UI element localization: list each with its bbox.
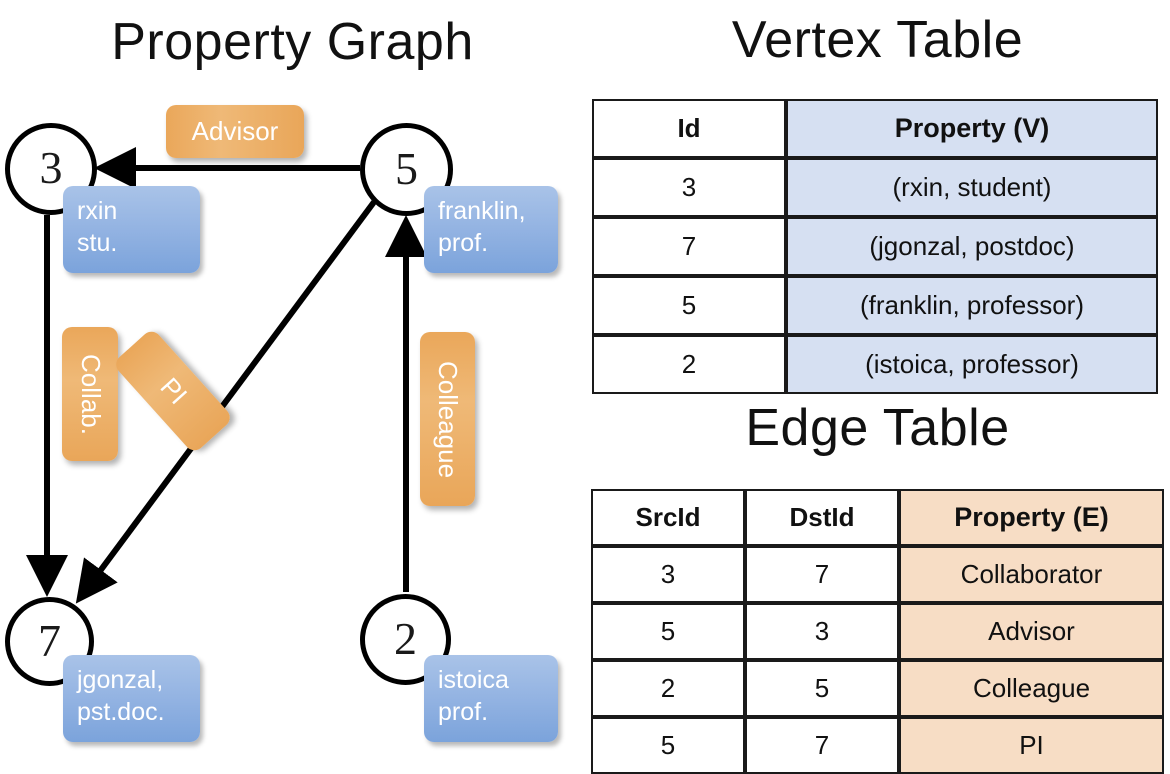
graph-node-2-label: 2: [394, 612, 417, 664]
edge-row-0-src: 3: [591, 546, 745, 603]
edge-row-2-property: Colleague: [899, 660, 1164, 717]
edge-table-header-srcid: SrcId: [591, 489, 745, 546]
table-row: 5 3 Advisor: [591, 603, 1164, 660]
edge-label-advisor-text: Advisor: [191, 116, 279, 146]
edge-row-3-property: PI: [899, 717, 1164, 774]
vertex-row-1-id: 7: [592, 217, 786, 276]
edge-row-2-dst: 5: [745, 660, 899, 717]
edge-row-3-dst: 7: [745, 717, 899, 774]
vertex-row-0-id: 3: [592, 158, 786, 217]
node-5-property-tag: franklin, prof.: [424, 186, 558, 273]
edge-5-to-7: [75, 200, 377, 604]
vertex-row-3-id: 2: [592, 335, 786, 394]
page-title-property-graph: Property Graph: [111, 13, 474, 71]
table-row: 2 5 Colleague: [591, 660, 1164, 717]
edge-table-header-dstid: DstId: [745, 489, 899, 546]
edge-row-1-dst: 3: [745, 603, 899, 660]
graph-edge-layer: [26, 147, 427, 604]
node-3-property-line2: stu.: [77, 229, 118, 257]
table-row: 5 7 PI: [591, 717, 1164, 774]
edge-row-1-src: 5: [591, 603, 745, 660]
edge-row-0-property: Collaborator: [899, 546, 1164, 603]
table-row: 7 (jgonzal, postdoc): [592, 217, 1158, 276]
page-title-vertex-table: Vertex Table: [731, 11, 1024, 69]
table-row: 3 (rxin, student): [592, 158, 1158, 217]
node-7-property-line1: jgonzal,: [77, 666, 164, 694]
edge-label-pi-text: PI: [153, 371, 193, 410]
edge-table-header-row: SrcId DstId Property (E): [591, 489, 1164, 546]
vertex-table-header-property: Property (V): [786, 99, 1158, 158]
vertex-row-2-property: (franklin, professor): [786, 276, 1158, 335]
graph-node-5[interactable]: 5: [360, 123, 453, 216]
edge-table-header-property: Property (E): [899, 489, 1164, 546]
edge-label-colleague-text: Colleague: [433, 360, 463, 478]
edge-row-2-src: 2: [591, 660, 745, 717]
edge-table: SrcId DstId Property (E) 3 7 Collaborato…: [591, 489, 1164, 774]
table-row: 5 (franklin, professor): [592, 276, 1158, 335]
edge-label-colleague: Colleague: [420, 332, 475, 506]
vertex-table-header-id: Id: [592, 99, 786, 158]
node-2-property-line1: istoica: [438, 666, 509, 694]
vertex-row-1-property: (jgonzal, postdoc): [786, 217, 1158, 276]
node-2-property-tag: istoica prof.: [424, 655, 558, 742]
node-5-property-line2: prof.: [438, 229, 489, 257]
node-7-property-tag: jgonzal, pst.doc.: [63, 655, 200, 742]
edge-row-0-dst: 7: [745, 546, 899, 603]
node-2-property-line2: prof.: [438, 698, 489, 726]
graph-node-5-label: 5: [395, 142, 418, 194]
page-title-edge-table: Edge Table: [745, 399, 1010, 457]
edge-label-collab: Collab.: [62, 327, 118, 461]
vertex-row-2-id: 5: [592, 276, 786, 335]
edge-label-advisor: Advisor: [166, 105, 304, 158]
property-graph-panel: 3 5 7 2 rxin stu. franklin, prof. jgonza…: [0, 0, 585, 760]
node-3-property-line1: rxin: [77, 197, 118, 225]
graph-node-7-label: 7: [38, 614, 61, 666]
edge-label-collab-text: Collab.: [75, 353, 106, 435]
edge-row-3-src: 5: [591, 717, 745, 774]
graph-node-3-label: 3: [39, 142, 63, 193]
node-3-property-tag: rxin stu.: [63, 186, 200, 273]
table-row: 2 (istoica, professor): [592, 335, 1158, 394]
node-5-property-line1: franklin,: [438, 197, 526, 225]
graph-node-2[interactable]: 2: [360, 594, 451, 685]
vertex-table: Id Property (V) 3 (rxin, student) 7 (jgo…: [592, 99, 1158, 394]
vertex-row-3-property: (istoica, professor): [786, 335, 1158, 394]
vertex-table-header-row: Id Property (V): [592, 99, 1158, 158]
table-row: 3 7 Collaborator: [591, 546, 1164, 603]
vertex-row-0-property: (rxin, student): [786, 158, 1158, 217]
node-7-property-line2: pst.doc.: [77, 698, 165, 726]
edge-row-1-property: Advisor: [899, 603, 1164, 660]
